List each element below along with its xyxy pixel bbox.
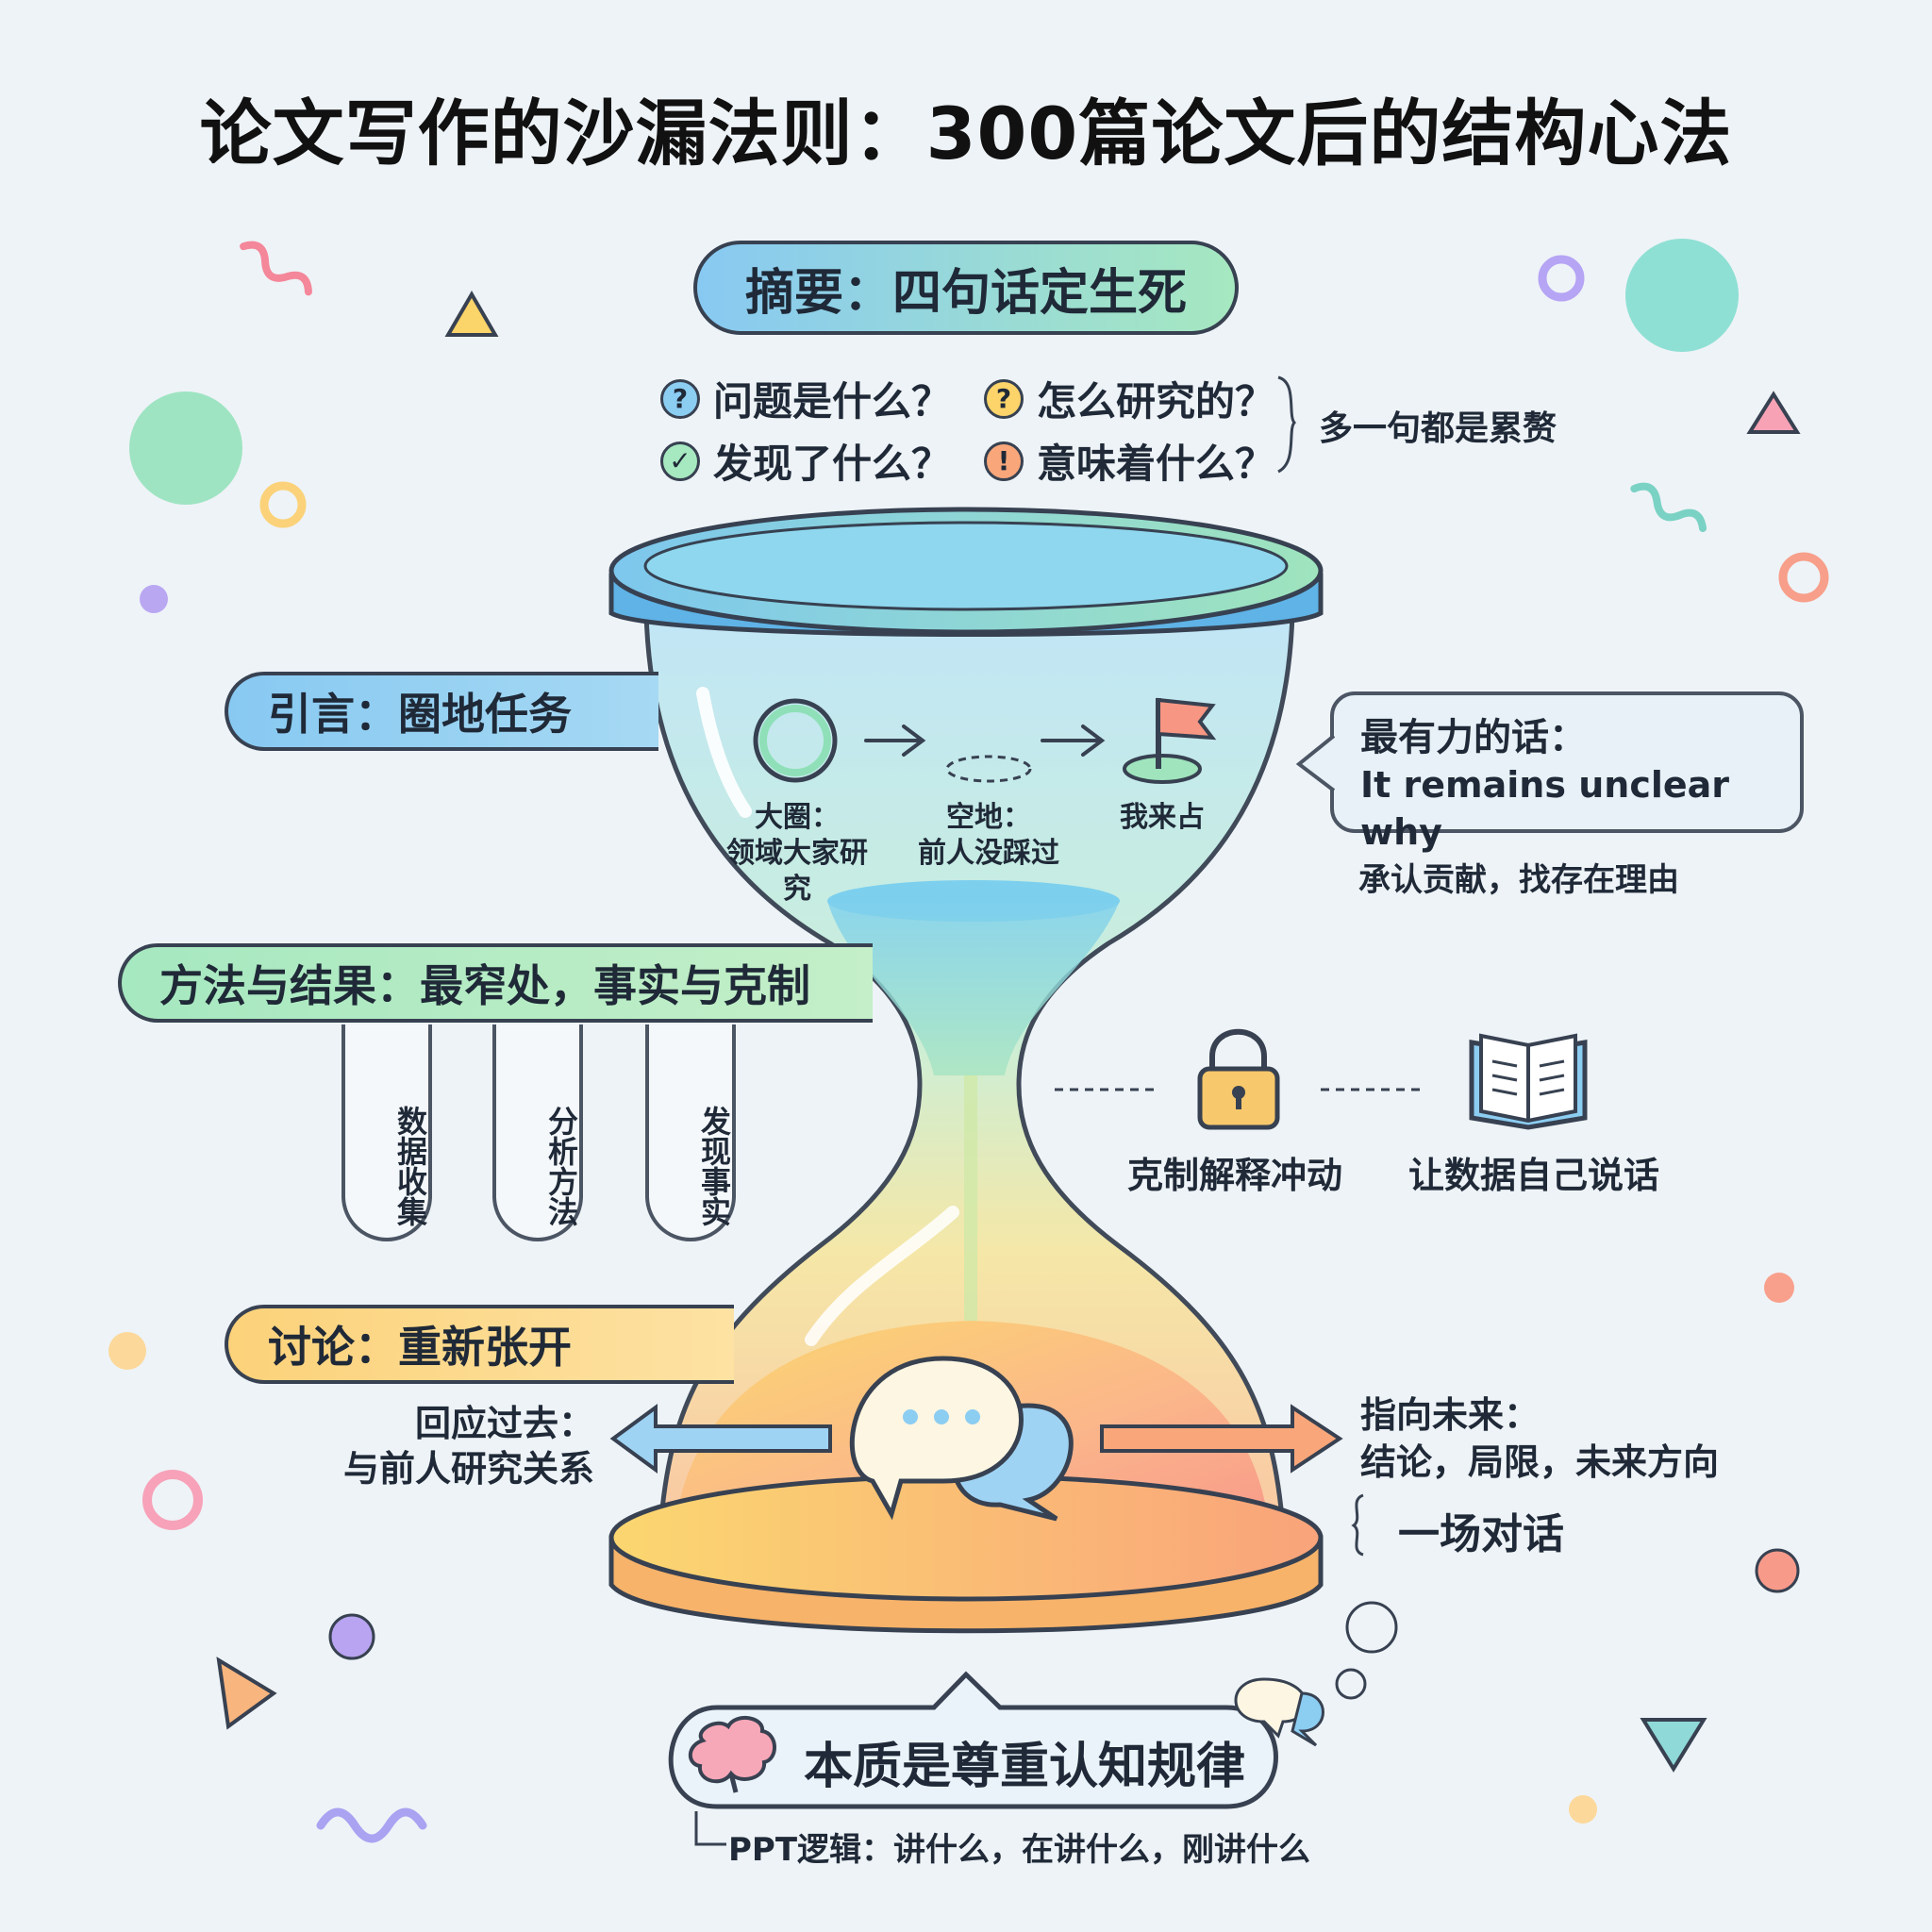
question-icon: ? [660,378,700,419]
check-icon: ✓ [660,441,700,481]
discussion-header-label: 讨论：重新张开 [268,1322,572,1373]
data-speaks-label: 让数据自己说话 [1408,1155,1660,1196]
exclamation-icon: ! [984,441,1024,481]
method-label: 分析方法 [543,1106,579,1226]
quote-card-title: 最有力的话： [1360,716,1587,759]
decorations [108,239,1829,1843]
discussion-future: 指向未来： 结论，局限，未来方向 [1360,1391,1719,1486]
essence-bubble [668,1671,1324,1846]
intro-step-desc: 领域大家研究 [726,837,868,906]
ppt-logic-note: PPT逻辑：讲什么，在讲什么，刚讲什么 [728,1831,1311,1869]
method-label: 数据收集 [392,1106,428,1226]
question-text: 发现了什么？ [713,441,952,487]
intro-step-big-circle: 大圈： 领域大家研究 [717,800,877,908]
question-finding: ✓ 发现了什么？ [660,432,951,490]
discussion-future-title: 指向未来： [1360,1394,1541,1436]
discussion-past-title: 回应过去： [414,1403,594,1444]
method-label: 发现事实 [696,1106,732,1226]
quote-card-note: 承认贡献，找存在理由 [1358,861,1679,899]
question-meaning: ! 意味着什么？ [984,432,1274,490]
discussion-past: 回应过去： 与前人研究关系 [311,1401,594,1491]
question-text: 怎么研究的？ [1037,378,1275,425]
methods-header-label: 方法与结果：最窄处，事实与克制 [159,960,810,1011]
intro-step-title: 我来占 [1120,801,1205,834]
intro-header: 引言：圈地任务 [225,672,658,751]
method-data-collection: 数据收集 [341,1024,432,1241]
method-analysis: 分析方法 [492,1024,583,1241]
intro-step-occupy: 我来占 [1106,800,1219,836]
method-findings: 发现事实 [645,1024,736,1241]
methods-header: 方法与结果：最窄处，事实与克制 [118,943,873,1023]
abstract-brace [1277,375,1296,474]
essence-title: 本质是尊重认知规律 [804,1739,1246,1795]
question-text: 问题是什么？ [713,378,952,425]
discussion-past-desc: 与前人研究关系 [342,1448,594,1490]
side-icons [1055,1028,1588,1130]
quote-card-text: It remains unclear why [1360,764,1730,853]
abstract-header-label: 摘要：四句话定生死 [744,264,1187,322]
intro-step-empty-land: 空地： 前人没踩过 [913,800,1064,872]
intro-step-desc: 前人没踩过 [918,837,1059,870]
intro-header-label: 引言：圈地任务 [268,689,572,740]
intro-icons [753,697,1217,784]
dialogue-label: 一场对话 [1398,1510,1564,1558]
discussion-graphics [609,1356,1364,1557]
page-title: 论文写作的沙漏法则：300篇论文后的结构心法 [199,92,1733,175]
intro-step-title: 空地： [946,801,1031,834]
abstract-header: 摘要：四句话定生死 [693,241,1239,335]
intro-step-title: 大圈： [755,801,840,834]
question-text: 意味着什么？ [1037,441,1275,487]
discussion-future-desc: 结论，局限，未来方向 [1360,1441,1720,1483]
question-icon: ? [984,378,1024,419]
quote-card: 最有力的话： It remains unclear why [1330,691,1804,853]
discussion-header: 讨论：重新张开 [225,1305,734,1384]
quote-card-pointer [1295,736,1335,792]
question-problem: ? 问题是什么？ [660,370,951,427]
restraint-label: 克制解释冲动 [1127,1155,1343,1196]
question-method: ? 怎么研究的？ [984,370,1274,427]
abstract-note: 多一句都是累赘 [1319,409,1557,448]
hourglass [608,507,1324,1634]
